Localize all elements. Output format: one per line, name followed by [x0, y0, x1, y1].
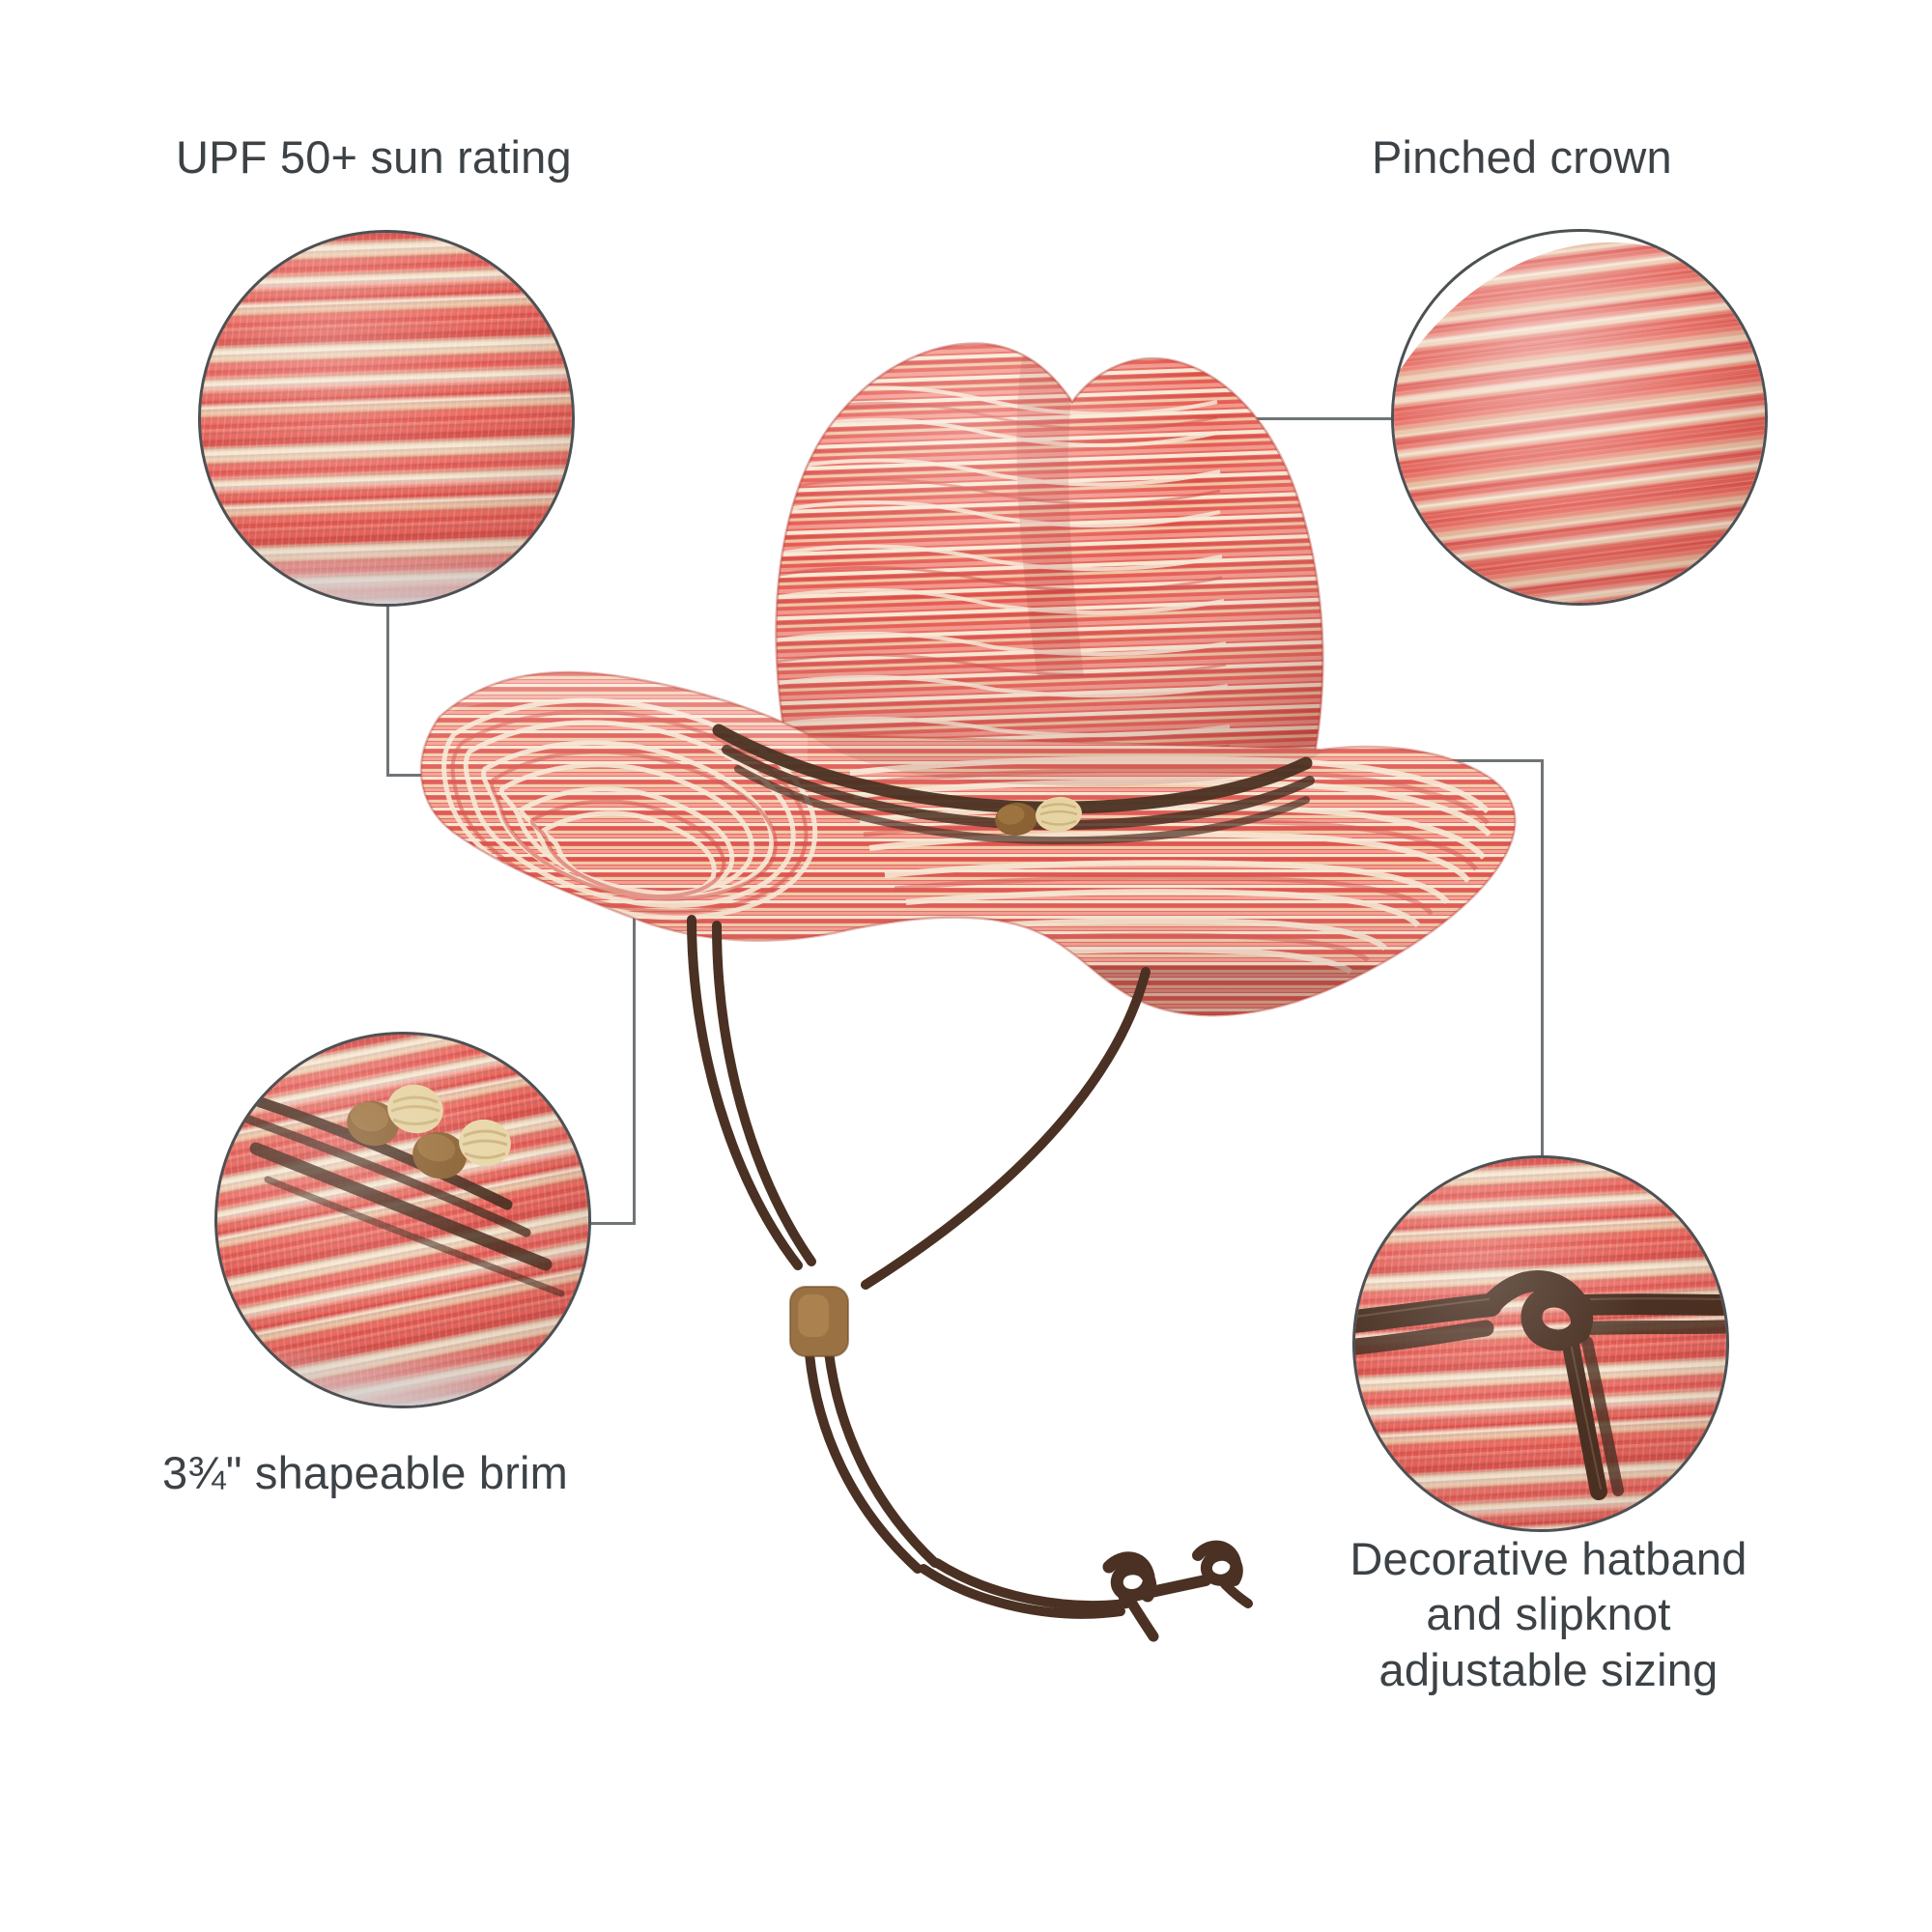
- wooden-beads: [347, 1084, 511, 1179]
- brim-outline: [419, 670, 1517, 1017]
- hatband-beads: [995, 796, 1082, 837]
- callout-label-hatband: Decorative hatband and slipknot adjustab…: [1350, 1533, 1747, 1695]
- callout-label-crown: Pinched crown: [1372, 131, 1672, 183]
- leader-line-brim-horizontal: [580, 1222, 636, 1225]
- callout-label-brim: 3¾" shapeable brim: [162, 1447, 569, 1498]
- hatband-beads-overlay: [225, 1084, 565, 1297]
- chin-cord-lower: [805, 1348, 1131, 1619]
- cord-end-knots: [1102, 1540, 1253, 1642]
- slipknot-overlay: [1355, 1270, 1726, 1500]
- callout-label-upf: UPF 50+ sun rating: [176, 131, 572, 183]
- leader-line-hatband-vertical: [1541, 759, 1544, 1160]
- circle-floor-shadow: [201, 544, 572, 604]
- crown-outline: [775, 342, 1324, 760]
- leader-line-brim-vertical: [633, 896, 636, 1225]
- hat-crown: [776, 343, 1323, 773]
- leader-line-upf-vertical: [386, 603, 389, 777]
- chin-cord: [687, 915, 1151, 1290]
- cord-toggle-bead: [789, 1286, 849, 1357]
- circle-floor-shadow: [217, 1346, 588, 1406]
